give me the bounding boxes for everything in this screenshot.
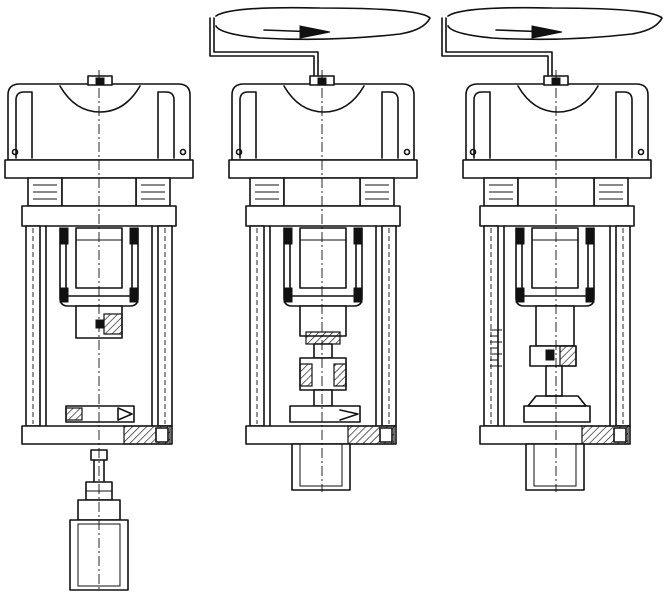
top-nut-core xyxy=(95,77,105,85)
rotation-arrow-icon xyxy=(531,25,563,39)
rotation-path-ellipse xyxy=(215,6,431,41)
handwheel-crank xyxy=(213,17,319,81)
valve-body xyxy=(525,443,585,491)
stem-flange xyxy=(523,405,591,423)
housing-base-plate xyxy=(228,159,418,179)
housing-cover xyxy=(7,83,191,161)
stem-flange xyxy=(289,405,361,423)
output-shaft xyxy=(535,305,575,347)
scale-marks xyxy=(490,329,502,367)
housing-cover xyxy=(231,83,415,161)
handwheel-crank xyxy=(445,17,553,81)
housing-base-plate xyxy=(462,159,652,179)
upper-frame-plate xyxy=(245,205,401,227)
drive-sleeve xyxy=(299,227,347,289)
valve-body xyxy=(291,443,351,491)
bolt-head xyxy=(179,148,187,156)
valve-stem xyxy=(545,365,563,397)
cover-inner-contour xyxy=(15,91,175,159)
seal-block xyxy=(129,227,139,245)
rotation-arrow-icon xyxy=(299,25,331,39)
cover-top-recess xyxy=(59,85,141,113)
housing-cover xyxy=(465,83,649,161)
hatched-section xyxy=(103,313,123,335)
actuator-view-middle xyxy=(209,6,431,492)
rotation-path-ellipse xyxy=(447,6,663,41)
drive-sleeve xyxy=(531,227,579,289)
actuator-view-left xyxy=(4,70,194,592)
nut-flats xyxy=(33,184,165,200)
upper-frame-plate xyxy=(479,205,635,227)
bolt-head xyxy=(11,148,19,156)
valve-body xyxy=(69,519,129,591)
seal-block xyxy=(59,227,69,245)
actuator-view-right xyxy=(441,6,663,492)
